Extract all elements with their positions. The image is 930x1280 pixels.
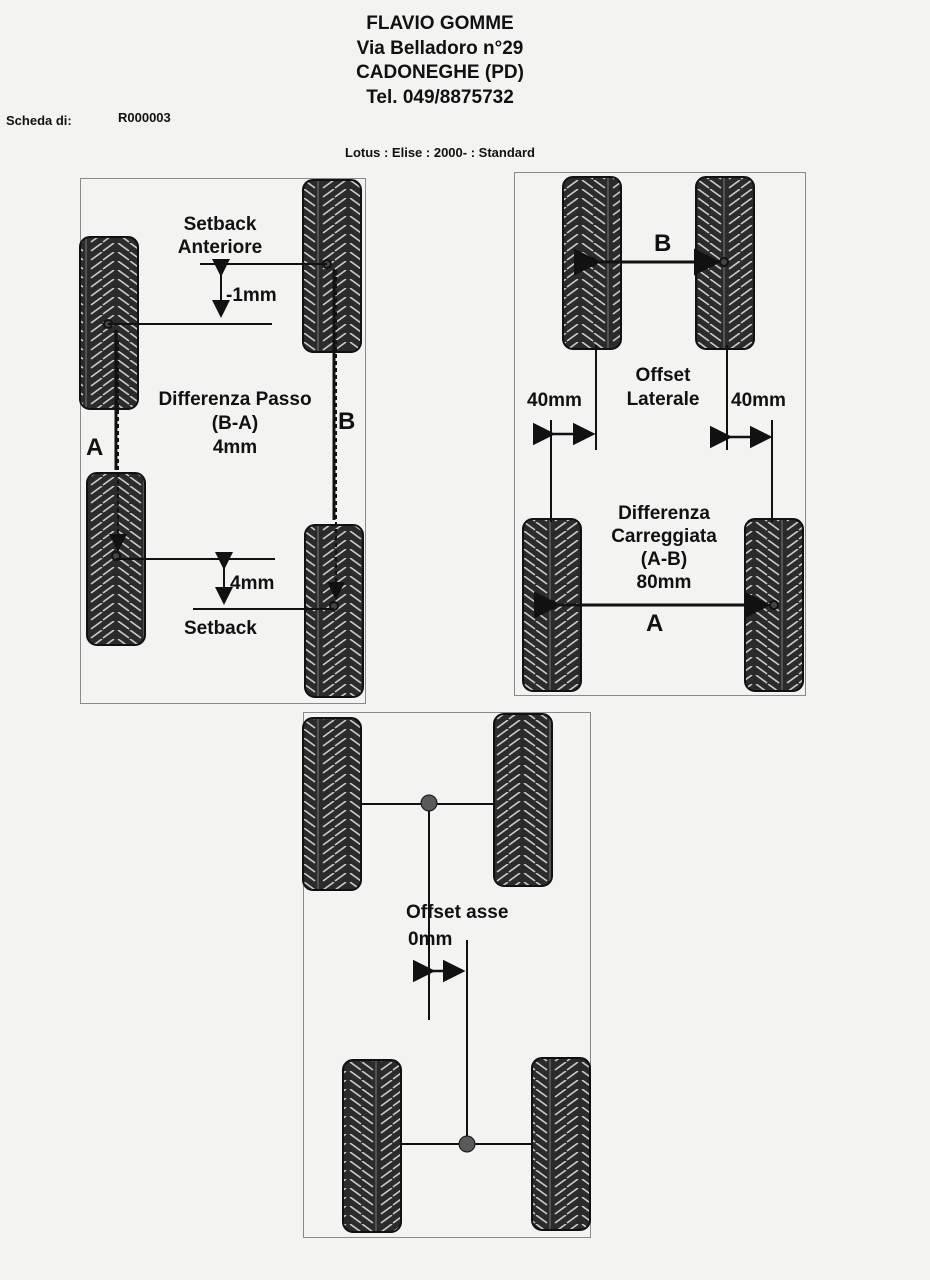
wheelbase-difference-line2: (B-A): [211, 413, 259, 434]
track-difference-line1: Differenza: [618, 503, 710, 524]
lateral-offset-left-value: 40mm: [527, 390, 582, 411]
sheet-label: Scheda di:: [6, 113, 72, 128]
company-name: FLAVIO GOMME: [366, 13, 514, 34]
front-setback-label: Setback Anteriore: [160, 213, 280, 259]
lateral-offset-line1: Offset: [635, 365, 691, 386]
front-setback-label-line1: Setback: [183, 214, 257, 235]
sheet-number: R000003: [118, 110, 171, 125]
vehicle-title: Lotus : Elise : 2000- : Standard: [345, 145, 535, 160]
lateral-offset-line2: Laterale: [626, 389, 700, 410]
axle-tyres: [302, 713, 591, 1233]
wheelbase-label-a: A: [86, 434, 104, 461]
wheelbase-difference-label: Differenza Passo (B-A) 4mm: [140, 388, 330, 460]
setback-panel: [80, 178, 366, 704]
track-width-panel: [514, 172, 806, 696]
track-difference-value: 80mm: [636, 572, 692, 593]
front-setback-label-line2: Anteriore: [177, 237, 263, 258]
track-difference-label: Differenza Carreggiata (A-B) 80mm: [584, 502, 744, 594]
axle-offset-panel: [303, 712, 591, 1238]
wheelbase-label-b: B: [338, 408, 356, 435]
rear-setback-value: 4mm: [230, 573, 275, 594]
lateral-offset-label: Offset Laterale: [610, 364, 716, 412]
axle-offset-value: 0mm: [408, 929, 453, 950]
track-difference-line3: (A-B): [640, 549, 688, 570]
wheelbase-difference-line1: Differenza Passo: [158, 389, 312, 410]
lateral-offset-right-value: 40mm: [731, 390, 786, 411]
wheelbase-difference-value: 4mm: [212, 437, 258, 458]
track-label-b: B: [654, 230, 672, 257]
front-setback-value: -1mm: [226, 285, 277, 306]
track-difference-line2: Carreggiata: [611, 526, 717, 547]
company-city: CADONEGHE (PD): [356, 62, 524, 83]
company-address: Via Belladoro n°29: [356, 38, 524, 59]
company-phone: Tel. 049/8875732: [366, 87, 514, 108]
rear-setback-label: Setback: [184, 618, 257, 639]
track-label-a: A: [646, 610, 664, 637]
axle-offset-label: Offset asse: [406, 902, 509, 923]
